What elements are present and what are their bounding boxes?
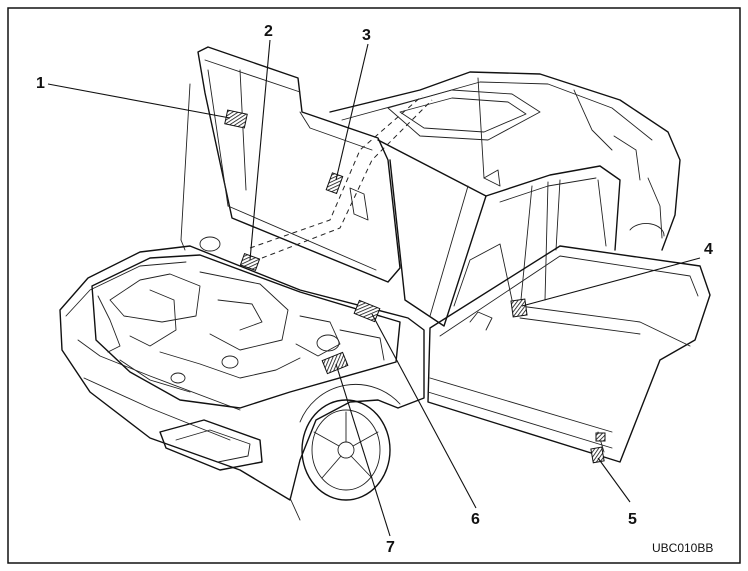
leader-6 xyxy=(371,313,477,509)
leader-5 xyxy=(597,457,631,503)
label-area-2 xyxy=(239,252,261,272)
figure-border xyxy=(7,7,741,564)
leader-2 xyxy=(249,39,271,261)
leader-1 xyxy=(47,83,231,119)
front-end xyxy=(59,245,425,521)
label-area-7 xyxy=(321,351,349,375)
leader-3 xyxy=(335,43,369,181)
leader-7 xyxy=(335,363,391,537)
label-area-6 xyxy=(353,299,381,323)
label-area-1 xyxy=(224,109,248,129)
callout-labels: 1 2 3 4 5 6 7 UBC010BB xyxy=(36,23,713,556)
callout-1: 1 xyxy=(36,75,45,92)
callout-6: 6 xyxy=(471,511,480,528)
label-area-3 xyxy=(325,172,344,195)
label-area-4 xyxy=(510,298,528,318)
callout-4: 4 xyxy=(704,241,713,258)
hood-cable-hidden-2 xyxy=(261,99,433,259)
leader-4 xyxy=(521,257,701,307)
callout-3: 3 xyxy=(362,27,371,44)
callout-7: 7 xyxy=(386,539,395,556)
callout-2: 2 xyxy=(264,23,273,40)
front-door xyxy=(427,245,711,463)
label-area-5 xyxy=(590,446,605,464)
callout-5: 5 xyxy=(628,511,637,528)
hood-cable-hidden xyxy=(249,95,423,249)
car-body xyxy=(329,71,681,331)
label-area-5b xyxy=(595,432,606,442)
engine-bay xyxy=(91,236,401,409)
leader-lines xyxy=(47,39,701,537)
car-illustration xyxy=(59,46,711,521)
figure-code: UBC010BB xyxy=(652,541,713,555)
